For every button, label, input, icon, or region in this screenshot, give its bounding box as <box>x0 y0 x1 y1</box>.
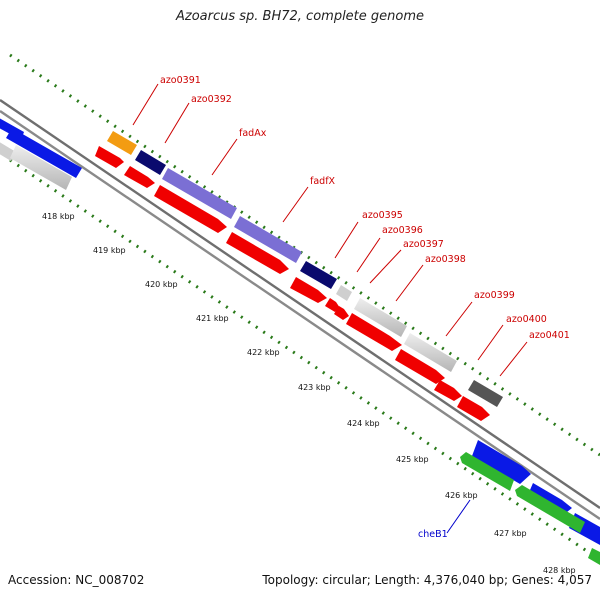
gene-fadfX[interactable] <box>234 216 302 263</box>
gene-azo0401[interactable] <box>468 380 503 407</box>
gene-red-reverse[interactable] <box>124 166 155 188</box>
gene-labels: azo0391 azo0392 fadAx fadfX azo0395 azo0… <box>160 75 570 540</box>
gene-red-reverse[interactable] <box>226 232 289 274</box>
gene-label-azo0395[interactable]: azo0395 <box>362 210 403 221</box>
gene-azo0398[interactable] <box>404 333 457 372</box>
gene-azo0396[interactable] <box>336 285 352 301</box>
gene-label-azo0392[interactable]: azo0392 <box>191 94 232 105</box>
kbp-label: 426 kbp <box>445 491 478 500</box>
gene-cheB1[interactable] <box>460 452 514 491</box>
gene-red-reverse[interactable] <box>95 146 124 168</box>
gene-label-azo0398[interactable]: azo0398 <box>425 254 466 265</box>
gene-block-blue[interactable] <box>6 128 82 178</box>
gene-azo0397[interactable] <box>354 298 407 337</box>
inner-tick-ring <box>9 158 600 562</box>
kbp-label: 421 kbp <box>196 314 229 323</box>
gene-red-reverse[interactable] <box>325 298 340 312</box>
gene-glyphs <box>0 118 600 565</box>
map-title: Azoarcus sp. BH72, complete genome <box>175 9 425 24</box>
outer-tick-ring <box>9 53 600 457</box>
gene-block-blue[interactable] <box>527 483 572 516</box>
genome-backbone <box>0 99 600 520</box>
gene-label-fadAx[interactable]: fadAx <box>239 128 267 139</box>
gene-green-reverse[interactable] <box>588 548 600 565</box>
gene-azo0392[interactable] <box>135 150 166 175</box>
kbp-label: 422 kbp <box>247 348 280 357</box>
gene-label-cheB1[interactable]: cheB1 <box>418 529 448 540</box>
kbp-label: 424 kbp <box>347 419 380 428</box>
gene-red-reverse[interactable] <box>290 277 327 303</box>
gene-red-reverse[interactable] <box>457 396 490 421</box>
accession-text: Accession: NC_008702 <box>8 573 145 587</box>
kbp-label: 425 kbp <box>396 455 429 464</box>
gene-red-reverse[interactable] <box>154 185 227 233</box>
gene-label-azo0400[interactable]: azo0400 <box>506 314 547 325</box>
gene-azo0391[interactable] <box>107 131 137 155</box>
gene-label-fadfX[interactable]: fadfX <box>310 176 336 187</box>
gene-block-blue[interactable] <box>472 440 531 484</box>
genome-summary-text: Topology: circular; Length: 4,376,040 bp… <box>262 573 592 587</box>
gene-block-silver[interactable] <box>10 145 72 190</box>
gene-label-azo0397[interactable]: azo0397 <box>403 239 444 250</box>
gene-label-azo0401[interactable]: azo0401 <box>529 330 570 341</box>
gene-red-reverse[interactable] <box>334 306 349 320</box>
kbp-scale: 418 kbp 419 kbp 420 kbp 421 kbp 422 kbp … <box>42 212 576 575</box>
gene-red-reverse[interactable] <box>346 313 402 351</box>
gene-red-reverse[interactable] <box>434 380 462 401</box>
gene-label-azo0399[interactable]: azo0399 <box>474 290 515 301</box>
gene-label-leaders <box>132 83 528 534</box>
kbp-label: 427 kbp <box>494 529 527 538</box>
gene-red-reverse[interactable] <box>395 349 445 384</box>
kbp-label: 418 kbp <box>42 212 75 221</box>
kbp-label: 420 kbp <box>145 280 178 289</box>
kbp-label: 428 kbp <box>543 566 576 575</box>
gene-green-reverse[interactable] <box>515 485 585 533</box>
gene-label-azo0396[interactable]: azo0396 <box>382 225 423 236</box>
kbp-label: 419 kbp <box>93 246 126 255</box>
kbp-label: 423 kbp <box>298 383 331 392</box>
gene-azo0395[interactable] <box>300 261 337 289</box>
gene-label-azo0391[interactable]: azo0391 <box>160 75 201 86</box>
gene-fadAx[interactable] <box>162 168 237 219</box>
